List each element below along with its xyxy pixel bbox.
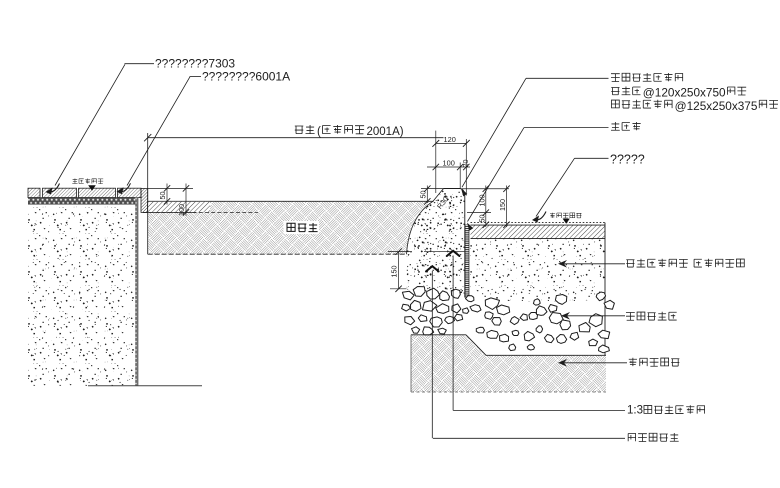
svg-text:50: 50 — [477, 215, 486, 223]
svg-text:100: 100 — [477, 195, 486, 207]
svg-text:100: 100 — [443, 159, 455, 168]
svg-text:@125x250x375: @125x250x375 — [675, 99, 758, 113]
svg-text:120: 120 — [444, 135, 456, 144]
svg-text:150: 150 — [390, 266, 399, 278]
svg-text:2001A): 2001A) — [367, 126, 404, 138]
svg-text:50: 50 — [419, 191, 428, 199]
svg-text:50: 50 — [158, 192, 167, 200]
svg-text:@120x250x750: @120x250x750 — [643, 86, 726, 100]
svg-text:100: 100 — [177, 204, 186, 216]
svg-text:150: 150 — [498, 199, 507, 211]
svg-text:?????: ????? — [610, 153, 645, 167]
svg-text:20: 20 — [461, 160, 470, 168]
svg-text:????????6001A: ????????6001A — [202, 70, 290, 84]
svg-text:1:3: 1:3 — [627, 405, 643, 417]
svg-text:????????7303: ????????7303 — [155, 57, 235, 71]
svg-text:(: ( — [317, 126, 321, 138]
